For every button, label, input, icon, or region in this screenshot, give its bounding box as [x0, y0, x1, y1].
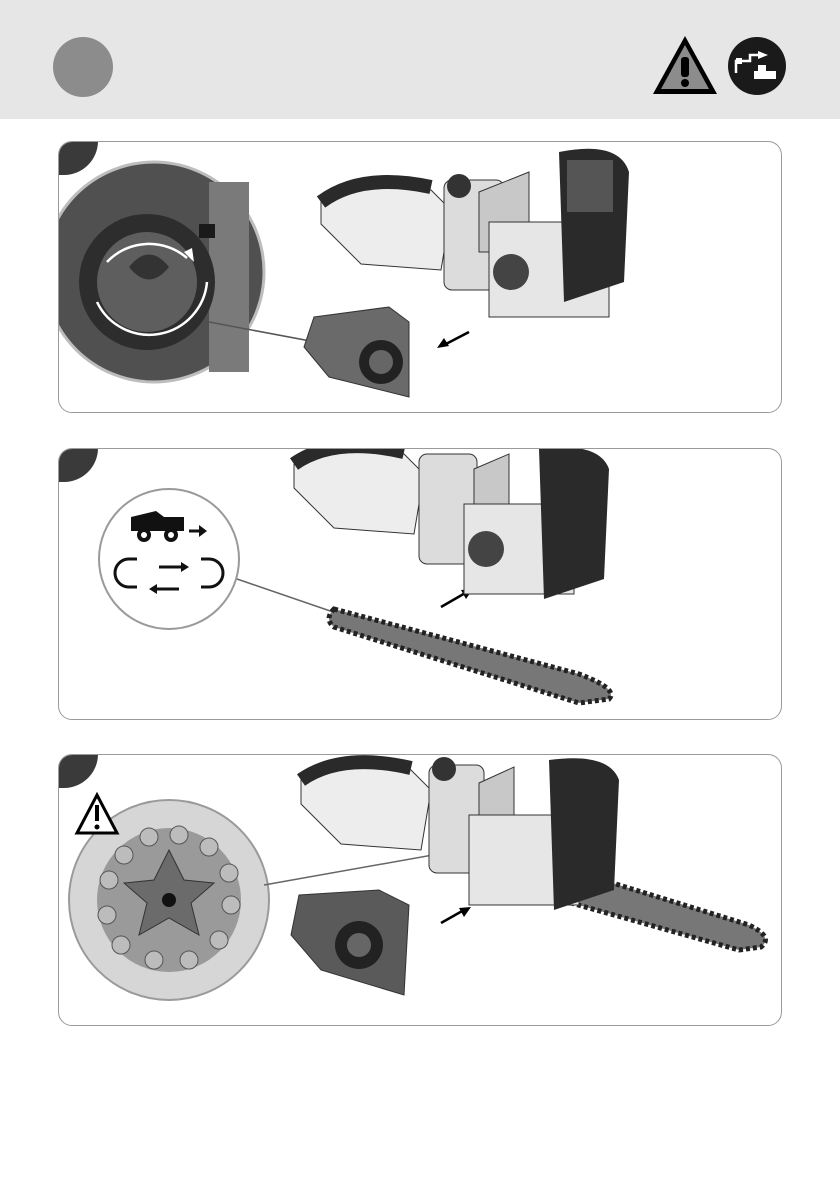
chainsaw-cover-removal-illustration — [59, 142, 781, 412]
step-number-circle — [53, 37, 113, 97]
disconnect-power-icon — [728, 37, 786, 95]
panel-2 — [58, 448, 782, 720]
warning-triangle-icon — [650, 33, 720, 97]
page-header — [0, 0, 840, 119]
bar-and-chain-fitting-illustration — [59, 755, 781, 1025]
panel-1 — [58, 141, 782, 413]
panel-3 — [58, 754, 782, 1026]
chain-direction-illustration — [59, 449, 781, 719]
magnifier-circle — [99, 489, 239, 629]
